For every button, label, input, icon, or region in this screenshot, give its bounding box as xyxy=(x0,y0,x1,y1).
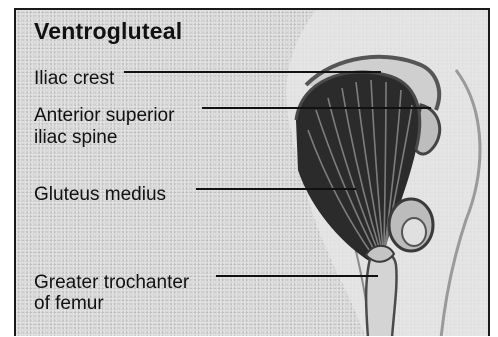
label-asis-line-2: iliac spine xyxy=(34,127,174,149)
label-gluteus-medius: Gluteus medius xyxy=(34,184,166,206)
figure-panel: Ventrogluteal Iliac crest Anterior super… xyxy=(14,8,490,336)
hip-joint-socket xyxy=(402,218,426,246)
label-anterior-superior-iliac-spine: Anterior superior iliac spine xyxy=(34,105,174,149)
figure-title: Ventrogluteal xyxy=(34,18,182,45)
femur-bone xyxy=(366,252,396,336)
label-greater-trochanter-line-1: Greater trochanter xyxy=(34,272,189,294)
label-asis-line-1: Anterior superior xyxy=(34,105,174,127)
label-greater-trochanter-line-2: of femur xyxy=(34,293,104,315)
label-iliac-crest: Iliac crest xyxy=(34,68,114,90)
